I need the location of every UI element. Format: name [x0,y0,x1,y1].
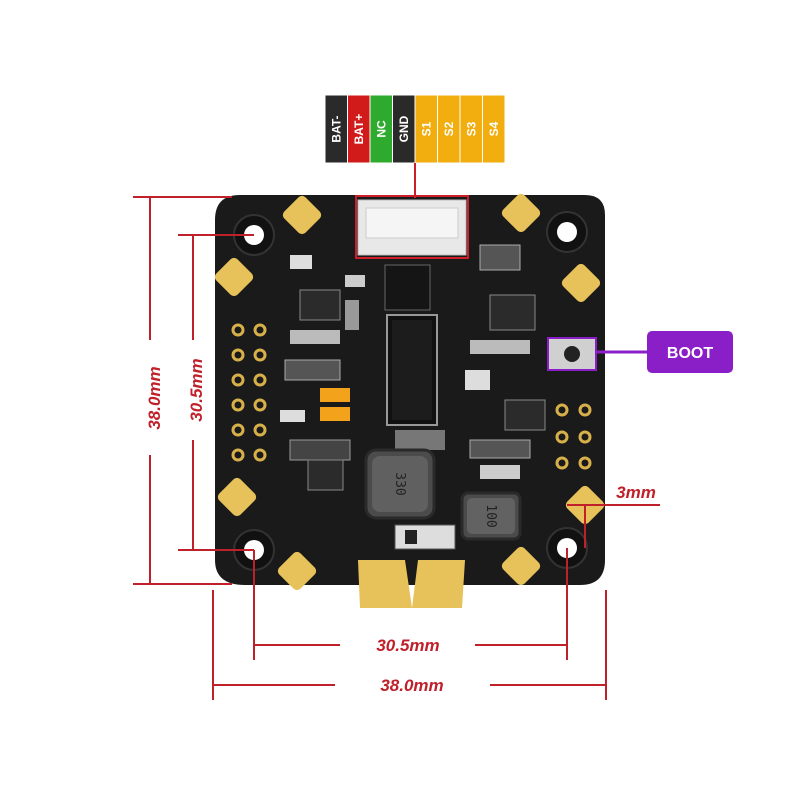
pin-label-text: NC [374,120,388,138]
pin-label-text: GND [397,115,411,142]
pin-label-text: BAT+ [352,114,366,145]
dimension-lines [133,196,660,700]
pin-label-7: S4 [482,94,506,164]
pin-label-text: S2 [442,121,456,136]
pin-label-0: BAT- [324,94,348,164]
boot-label: BOOT [667,345,713,362]
pin-color-swatch [482,94,506,164]
pin-label-text: BAT- [329,115,343,142]
pin-label-1: BAT+ [347,94,371,164]
pin-label-5: S2 [437,94,461,164]
pin-label-text: S3 [464,121,478,136]
pin-label-2: NC [369,94,393,164]
pin-label-4: S1 [414,94,438,164]
mount-height-label: 30.5mm [187,358,206,421]
pin-label-3: GND [392,94,416,164]
left-pin-header [231,323,267,462]
hole-offset-label: 3mm [616,483,656,502]
pin-label-text: S1 [419,121,433,136]
outer-width-label: 38.0mm [380,676,443,695]
mount-width-label: 30.5mm [376,636,439,655]
outer-height-label: 38.0mm [145,366,164,429]
pin-label-6: S3 [459,94,483,164]
inductor-330: 330 [364,448,436,520]
inductor-100: 100 [460,491,522,541]
right-pin-header [555,403,592,470]
inductor-100-label: 100 [483,504,498,527]
battery-signal-connector [355,195,469,259]
motor-pads [214,193,605,591]
boot-callout: BOOT [596,331,733,373]
mcu-chip [384,264,438,426]
boot-button [547,337,597,371]
inductor-330-label: 330 [392,472,407,495]
pin-label-text: S4 [487,121,501,136]
connector-pin-label-strip: BAT- BAT+ NC GND S1 S2 S3 S4 [324,94,506,164]
smd-components [280,244,546,550]
